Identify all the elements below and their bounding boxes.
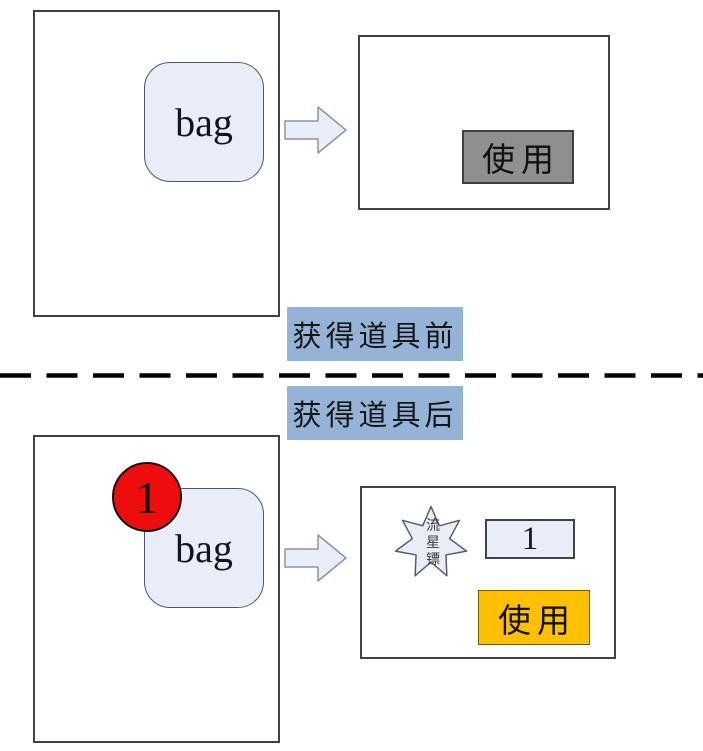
item-count-value: 1 (521, 520, 539, 557)
after-use-button[interactable]: 使用 (478, 590, 590, 645)
before-flow-arrow-icon (284, 106, 347, 154)
before-bag-label: bag (175, 99, 233, 145)
meteor-dart-star-icon[interactable]: 流星镖 (390, 502, 472, 584)
after-item-screen-panel: 流星镖 1 使用 (360, 486, 616, 659)
divider-dashed-line (0, 373, 703, 378)
item-name-label: 流星镖 (424, 517, 439, 569)
seven-point-star-icon (394, 505, 468, 577)
stage-label-before: 获得道具前 (287, 307, 463, 361)
after-flow-arrow-icon (284, 534, 347, 582)
bag-count-badge-number: 1 (135, 471, 159, 523)
before-bag-button[interactable]: bag (144, 62, 264, 182)
before-item-screen-panel: 使用 (358, 35, 610, 210)
bag-count-badge: 1 (112, 462, 182, 532)
stage-label-after: 获得道具后 (287, 386, 463, 440)
after-bag-label: bag (175, 525, 233, 571)
before-use-button[interactable]: 使用 (462, 130, 574, 184)
item-count-field: 1 (485, 519, 575, 559)
